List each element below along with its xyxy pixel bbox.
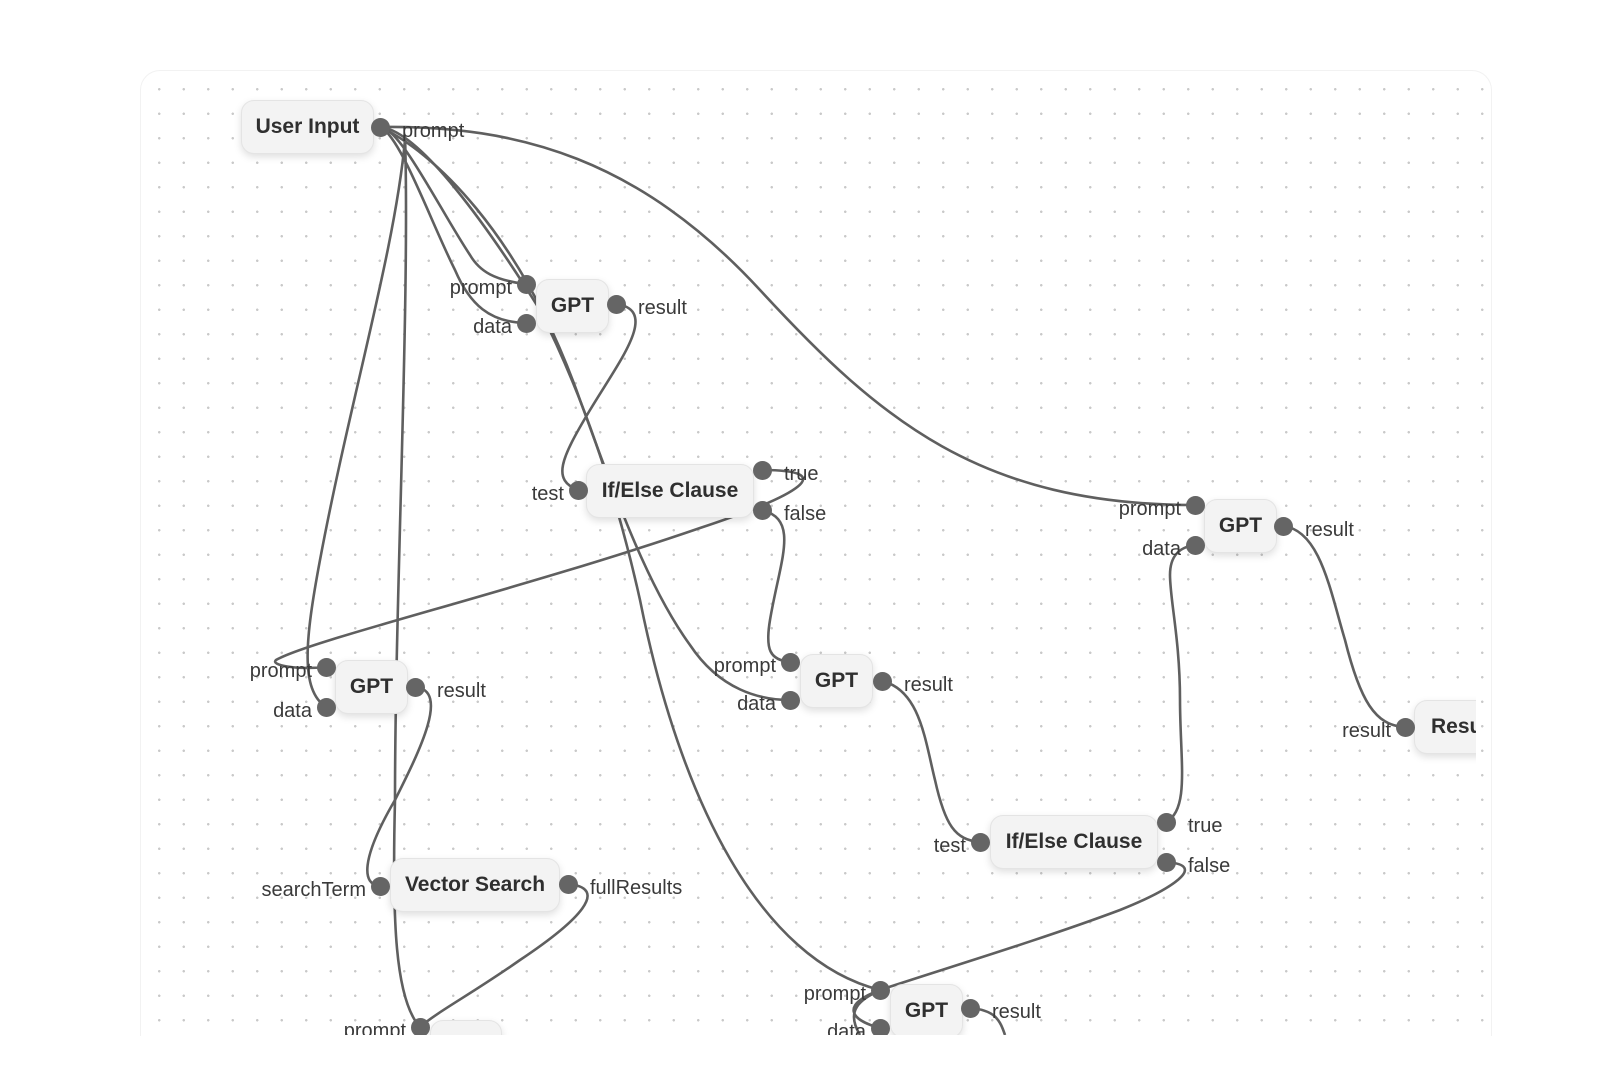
edge-userinput-gpt3-data[interactable] [379, 125, 791, 702]
node-user-input[interactable]: User Input [241, 100, 374, 154]
port-vector-search-out-fullResults[interactable] [558, 874, 578, 894]
port-ifelse-1-out-true[interactable] [752, 460, 772, 480]
port-gpt-4-in-prompt[interactable] [1185, 495, 1205, 515]
port-label-gpt-1-result: result [638, 297, 687, 319]
port-node-bottom-in-prompt[interactable] [410, 1017, 430, 1035]
port-gpt-5-in-data[interactable] [870, 1018, 890, 1035]
port-label-gpt-3-prompt: prompt [713, 655, 776, 677]
port-label-gpt-1-prompt: prompt [449, 277, 512, 299]
edge-ifelse1-gpt3[interactable] [761, 508, 791, 664]
port-label-gpt-1-data: data [473, 316, 512, 338]
port-label-gpt-5-data: data [827, 1021, 866, 1035]
port-gpt-1-out-result[interactable] [606, 294, 626, 314]
port-label-gpt-5-result: result [992, 1001, 1041, 1023]
port-label-ifelse-2-true: true [1188, 815, 1223, 837]
port-label-vector-search-fullResults: fullResults [590, 877, 683, 899]
node-gpt-5[interactable]: GPT [890, 984, 963, 1035]
port-gpt-3-in-prompt[interactable] [780, 652, 800, 672]
port-gpt-5-in-prompt[interactable] [870, 980, 890, 1000]
port-result-in-result[interactable] [1395, 717, 1415, 737]
edge-userinput-gpt1-prompt[interactable] [379, 125, 526, 286]
port-label-gpt-2-prompt: prompt [249, 660, 312, 682]
node-gpt-4[interactable]: GPT [1204, 499, 1277, 553]
port-label-ifelse-1-test: test [531, 483, 564, 505]
port-gpt-3-out-result[interactable] [872, 671, 892, 691]
port-ifelse-2-out-true[interactable] [1156, 812, 1176, 832]
port-label-node-bottom-prompt: prompt [343, 1020, 406, 1035]
port-gpt-2-in-prompt[interactable] [316, 657, 336, 677]
node-gpt-3[interactable]: GPT [800, 654, 873, 708]
port-vector-search-in-searchTerm[interactable] [370, 876, 390, 896]
edge-ifelse2-gpt4[interactable] [1165, 543, 1196, 824]
port-gpt-2-out-result[interactable] [405, 677, 425, 697]
port-label-user-input-prompt: prompt [402, 120, 465, 142]
port-label-gpt-2-data: data [273, 700, 312, 722]
node-ifelse-1[interactable]: If/Else Clause [586, 464, 754, 518]
port-label-ifelse-2-false: false [1188, 855, 1231, 877]
node-vector-search[interactable]: Vector Search [390, 858, 560, 912]
edge-gpt3-ifelse2[interactable] [881, 679, 981, 844]
port-label-gpt-4-result: result [1305, 519, 1354, 541]
node-node-bottom[interactable] [430, 1020, 502, 1035]
port-ifelse-2-in-test[interactable] [970, 832, 990, 852]
port-gpt-4-out-result[interactable] [1273, 516, 1293, 536]
node-gpt-2[interactable]: GPT [335, 660, 408, 714]
port-label-result-result: result [1342, 720, 1391, 742]
port-ifelse-2-out-false[interactable] [1156, 852, 1176, 872]
node-gpt-1[interactable]: GPT [536, 279, 609, 333]
port-gpt-1-in-prompt[interactable] [516, 274, 536, 294]
port-gpt-5-out-result[interactable] [960, 998, 980, 1018]
port-label-gpt-2-result: result [437, 680, 486, 702]
port-gpt-4-in-data[interactable] [1185, 535, 1205, 555]
edge-userinput-gpt2-data[interactable] [306, 139, 407, 709]
port-ifelse-1-out-false[interactable] [752, 500, 772, 520]
port-label-ifelse-2-test: test [933, 835, 966, 857]
port-gpt-1-in-data[interactable] [516, 313, 536, 333]
port-label-gpt-3-data: data [737, 693, 776, 715]
port-label-ifelse-1-false: false [784, 503, 827, 525]
port-label-vector-search-searchTerm: searchTerm [261, 879, 366, 901]
port-gpt-2-in-data[interactable] [316, 697, 336, 717]
port-label-gpt-4-data: data [1142, 538, 1181, 560]
edge-gpt4-result[interactable] [1282, 524, 1406, 729]
port-user-input-out-prompt[interactable] [370, 117, 390, 137]
port-gpt-3-in-data[interactable] [780, 690, 800, 710]
edge-gpt2-vector[interactable] [366, 685, 433, 888]
node-ifelse-2[interactable]: If/Else Clause [990, 815, 1158, 869]
port-label-gpt-4-prompt: prompt [1118, 498, 1181, 520]
port-label-ifelse-1-true: true [784, 463, 819, 485]
port-label-gpt-5-prompt: prompt [803, 983, 866, 1005]
port-label-gpt-3-result: result [904, 674, 953, 696]
port-ifelse-1-in-test[interactable] [568, 480, 588, 500]
node-result[interactable]: Resu [1414, 700, 1476, 754]
